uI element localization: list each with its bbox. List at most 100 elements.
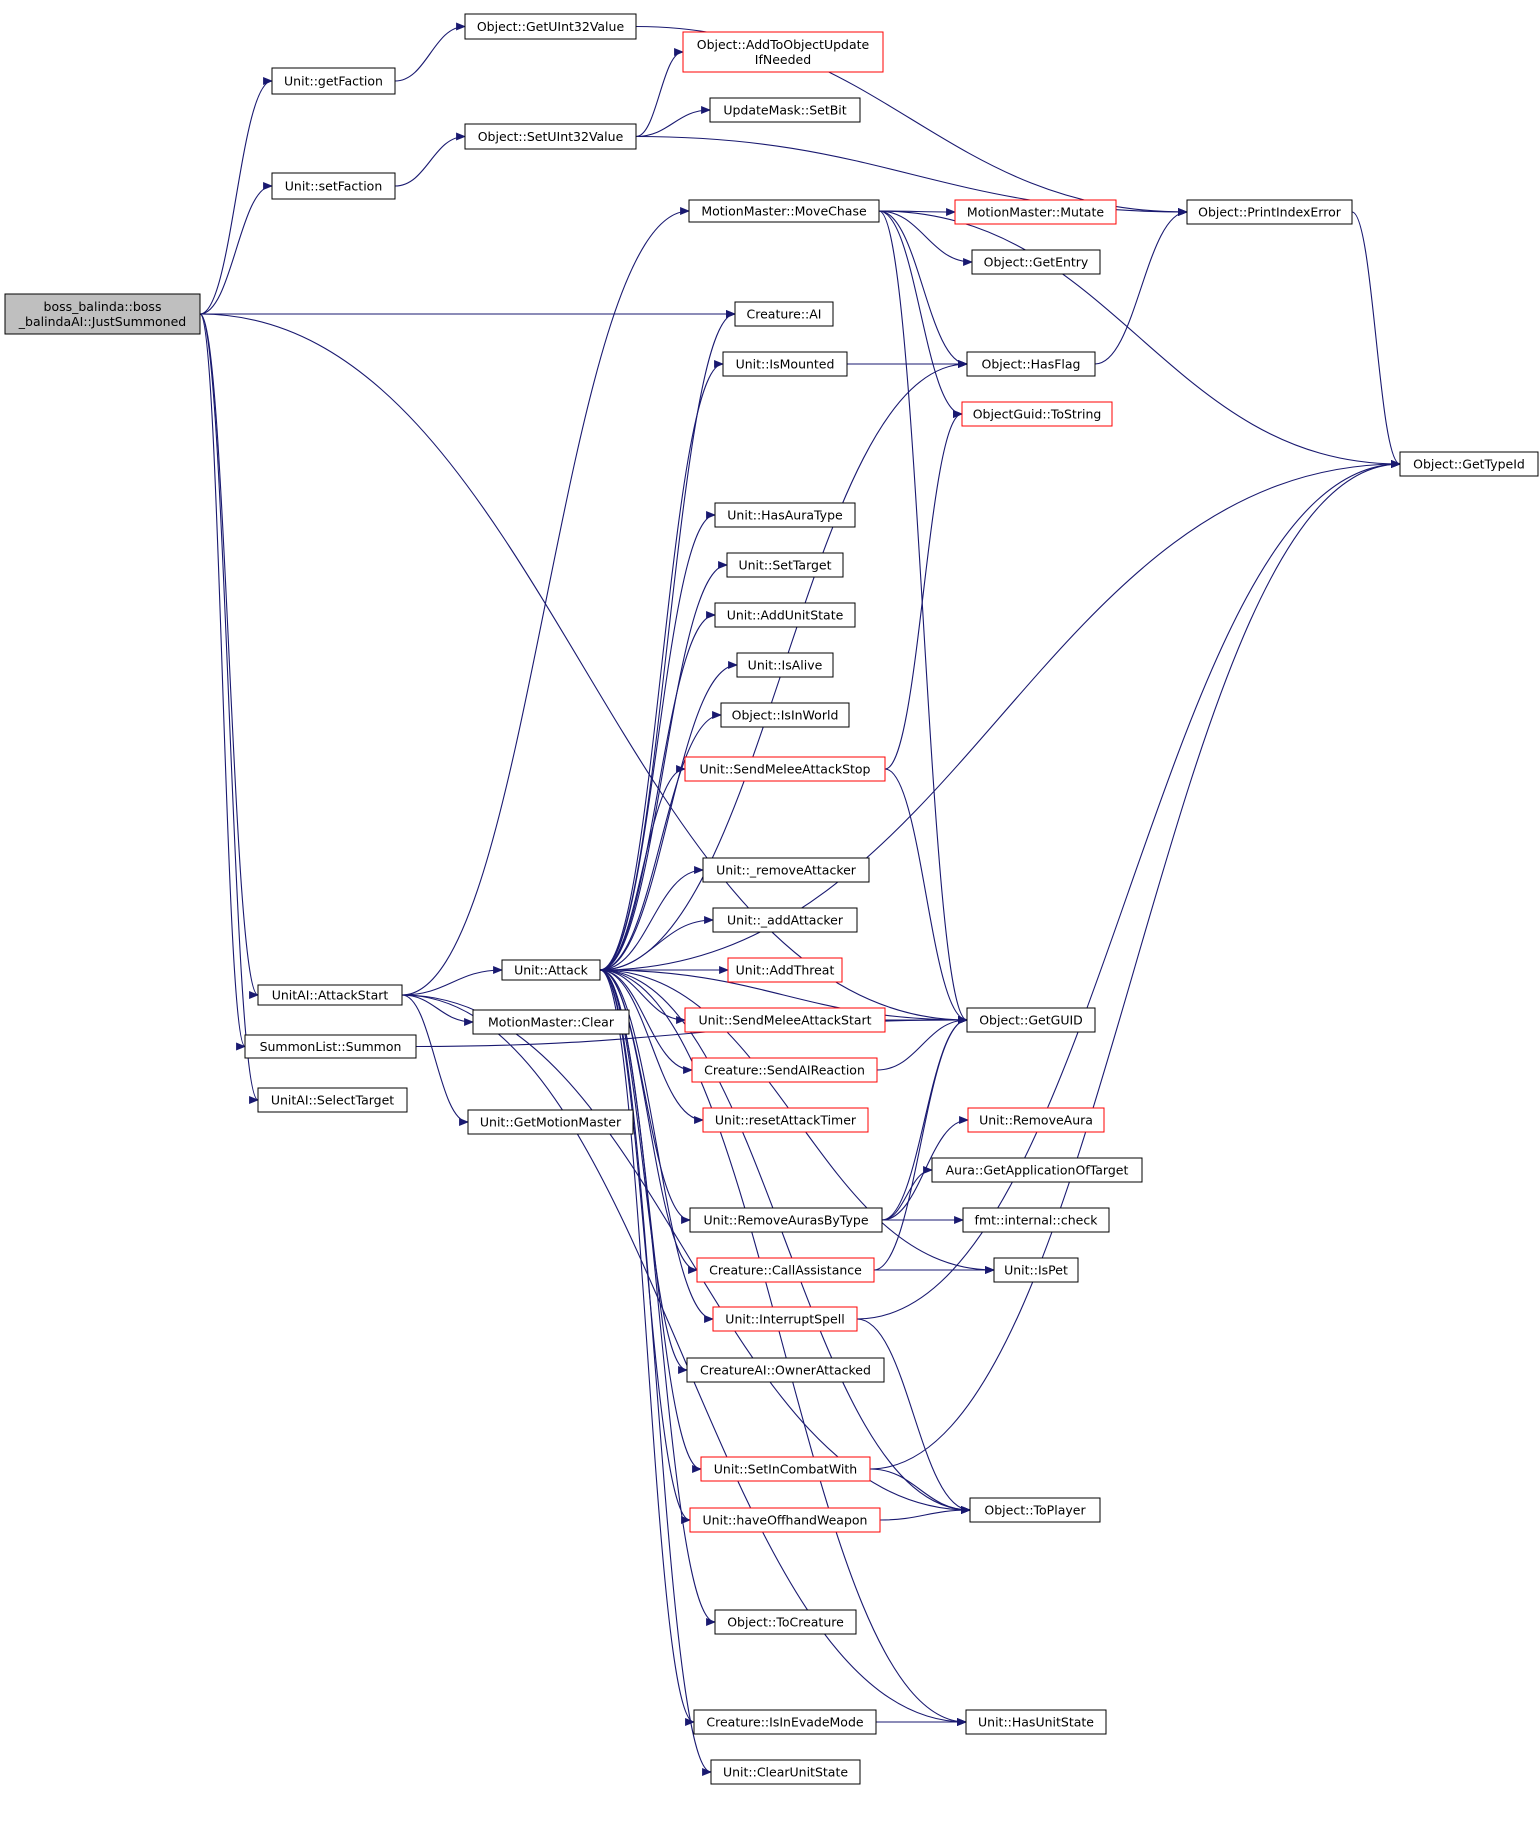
node-box[interactable]	[684, 756, 886, 782]
node-toCreature[interactable]: Object::ToCreature	[714, 1609, 857, 1635]
node-isMounted[interactable]: Unit::IsMounted	[722, 351, 848, 377]
node-removeAura[interactable]: Unit::RemoveAura	[967, 1107, 1105, 1133]
node-toPlayer[interactable]: Object::ToPlayer	[969, 1497, 1101, 1523]
node-box[interactable]	[714, 1609, 857, 1635]
node-getFaction[interactable]: Unit::getFaction	[271, 67, 396, 95]
node-getUInt32[interactable]: Object::GetUInt32Value	[464, 13, 637, 40]
node-hasUnitState[interactable]: Unit::HasUnitState	[965, 1709, 1107, 1735]
node-getEntry[interactable]: Object::GetEntry	[971, 249, 1101, 275]
node-box[interactable]	[467, 1109, 634, 1135]
node-sendMeleeStart[interactable]: Unit::SendMeleeAttackStart	[684, 1007, 886, 1033]
node-hasAuraType[interactable]: Unit::HasAuraType	[714, 502, 856, 528]
node-box[interactable]	[686, 1357, 885, 1383]
node-getAppOfTarget[interactable]: Aura::GetApplicationOfTarget	[931, 1157, 1143, 1183]
node-box[interactable]	[1399, 451, 1539, 477]
node-callAssistance[interactable]: Creature::CallAssistance	[696, 1257, 875, 1283]
node-box[interactable]	[689, 1207, 883, 1233]
node-box[interactable]	[736, 652, 834, 678]
node-box[interactable]	[271, 172, 396, 200]
node-isInWorld[interactable]: Object::IsInWorld	[720, 702, 850, 728]
node-box[interactable]	[691, 1057, 878, 1083]
node-box[interactable]	[727, 957, 843, 983]
node-root[interactable]: boss_balinda::boss_balindaAI::JustSummon…	[4, 293, 201, 335]
node-box[interactable]	[966, 1007, 1096, 1033]
node-box[interactable]	[688, 199, 880, 223]
node-setTarget[interactable]: Unit::SetTarget	[726, 552, 844, 578]
node-setUInt32[interactable]: Object::SetUInt32Value	[464, 123, 637, 150]
node-box[interactable]	[971, 249, 1101, 275]
node-box[interactable]	[969, 1497, 1101, 1523]
node-box[interactable]	[712, 1306, 858, 1332]
node-sendMeleeStop[interactable]: Unit::SendMeleeAttackStop	[684, 756, 886, 782]
node-box[interactable]	[464, 123, 637, 150]
node-ownerAttacked[interactable]: CreatureAI::OwnerAttacked	[686, 1357, 885, 1383]
node-box[interactable]	[257, 1087, 408, 1113]
node-box[interactable]	[726, 552, 844, 578]
node-box[interactable]	[954, 199, 1117, 225]
node-haveOffhand[interactable]: Unit::haveOffhandWeapon	[689, 1507, 881, 1533]
node-selectTarget[interactable]: UnitAI::SelectTarget	[257, 1087, 408, 1113]
node-box[interactable]	[689, 1507, 881, 1533]
node-box[interactable]	[931, 1157, 1143, 1183]
node-isAlive[interactable]: Unit::IsAlive	[736, 652, 834, 678]
node-interruptSpell[interactable]: Unit::InterruptSpell	[712, 1306, 858, 1332]
node-box[interactable]	[696, 1257, 875, 1283]
node-box[interactable]	[1186, 199, 1353, 225]
node-addUnitState[interactable]: Unit::AddUnitState	[714, 602, 856, 628]
node-box[interactable]	[965, 1709, 1107, 1735]
node-creatureAI[interactable]: Creature::AI	[734, 301, 834, 327]
node-clearUnitState[interactable]: Unit::ClearUnitState	[710, 1759, 861, 1785]
node-setBit[interactable]: UpdateMask::SetBit	[709, 97, 861, 123]
node-mmClear[interactable]: MotionMaster::Clear	[472, 1009, 630, 1035]
node-sendAIReaction[interactable]: Creature::SendAIReaction	[691, 1057, 878, 1083]
node-addThreat[interactable]: Unit::AddThreat	[727, 957, 843, 983]
node-box[interactable]	[693, 1709, 877, 1735]
node-getTypeId[interactable]: Object::GetTypeId	[1399, 451, 1539, 477]
node-box[interactable]	[244, 1034, 417, 1059]
node-box[interactable]	[682, 31, 884, 73]
node-printIndexError[interactable]: Object::PrintIndexError	[1186, 199, 1353, 225]
node-getMM[interactable]: Unit::GetMotionMaster	[467, 1109, 634, 1135]
node-hasFlag[interactable]: Object::HasFlag	[966, 351, 1096, 377]
node-box[interactable]	[700, 1456, 871, 1482]
node-box[interactable]	[271, 67, 396, 95]
node-box[interactable]	[966, 351, 1096, 377]
node-box[interactable]	[702, 1107, 869, 1133]
node-box[interactable]	[257, 984, 403, 1006]
node-box[interactable]	[722, 351, 848, 377]
node-box[interactable]	[472, 1009, 630, 1035]
node-box[interactable]	[709, 97, 861, 123]
node-setFaction[interactable]: Unit::setFaction	[271, 172, 396, 200]
node-box[interactable]	[710, 1759, 861, 1785]
node-box[interactable]	[712, 907, 858, 933]
node-setInCombatWith[interactable]: Unit::SetInCombatWith	[700, 1456, 871, 1482]
node-removeAurasByType[interactable]: Unit::RemoveAurasByType	[689, 1207, 883, 1233]
node-box[interactable]	[961, 401, 1113, 427]
node-box[interactable]	[684, 1007, 886, 1033]
node-fmtCheck[interactable]: fmt::internal::check	[962, 1207, 1110, 1233]
node-resetAttackTimer[interactable]: Unit::resetAttackTimer	[702, 1107, 869, 1133]
node-box[interactable]	[962, 1207, 1110, 1233]
node-isInEvade[interactable]: Creature::IsInEvadeMode	[693, 1709, 877, 1735]
node-box[interactable]	[993, 1257, 1079, 1283]
node-removeAttacker[interactable]: Unit::_removeAttacker	[702, 857, 870, 883]
node-attackStart[interactable]: UnitAI::AttackStart	[257, 984, 403, 1006]
node-box[interactable]	[702, 857, 870, 883]
node-box[interactable]	[720, 702, 850, 728]
node-box[interactable]	[734, 301, 834, 327]
node-box[interactable]	[714, 502, 856, 528]
node-moveChase[interactable]: MotionMaster::MoveChase	[688, 199, 880, 223]
node-guidToString[interactable]: ObjectGuid::ToString	[961, 401, 1113, 427]
node-attack[interactable]: Unit::Attack	[501, 959, 601, 981]
node-isPet[interactable]: Unit::IsPet	[993, 1257, 1079, 1283]
node-box[interactable]	[967, 1107, 1105, 1133]
node-mutate[interactable]: MotionMaster::Mutate	[954, 199, 1117, 225]
node-box[interactable]	[501, 959, 601, 981]
node-box[interactable]	[464, 13, 637, 40]
node-getGUID[interactable]: Object::GetGUID	[966, 1007, 1096, 1033]
node-summon[interactable]: SummonList::Summon	[244, 1034, 417, 1059]
node-addAttacker[interactable]: Unit::_addAttacker	[712, 907, 858, 933]
node-box[interactable]	[4, 293, 201, 335]
node-box[interactable]	[714, 602, 856, 628]
